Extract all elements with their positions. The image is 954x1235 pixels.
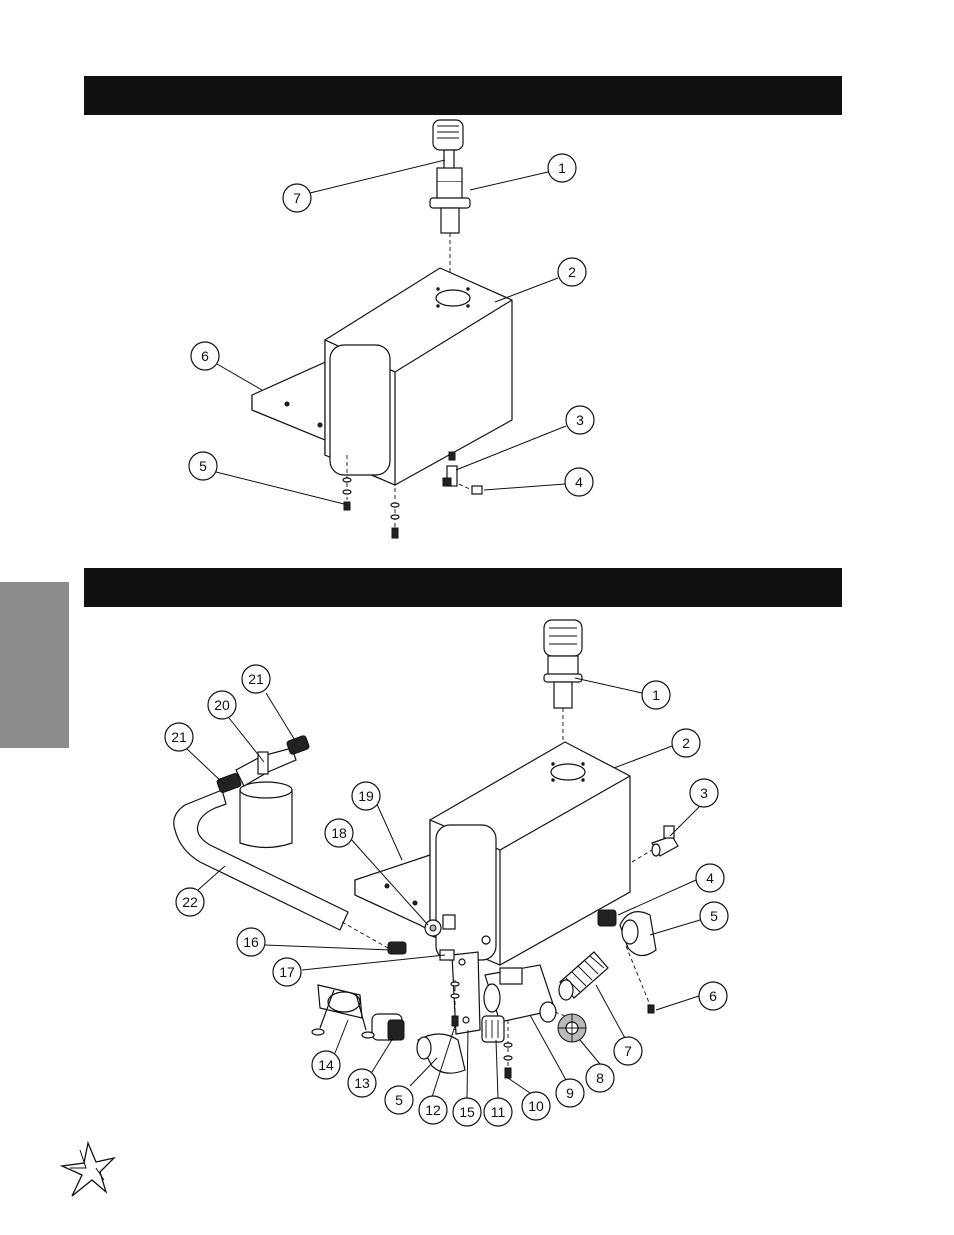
hose-22	[173, 789, 349, 931]
svg-text:19: 19	[358, 788, 374, 804]
svg-text:6: 6	[709, 988, 717, 1004]
tank-1	[251, 267, 513, 486]
callout-d2-4: 4	[695, 863, 725, 893]
callout-d2-5b: 5	[384, 1085, 414, 1115]
svg-text:5: 5	[199, 458, 207, 474]
svg-text:5: 5	[395, 1092, 403, 1108]
nipple-fitting	[597, 909, 617, 927]
callout-d2-16: 16	[236, 927, 266, 957]
callout-d2-12: 12	[418, 1095, 448, 1125]
callout-d2-9: 9	[555, 1078, 585, 1108]
callout-d2-21a: 21	[164, 722, 194, 752]
svg-text:1: 1	[558, 160, 566, 176]
svg-text:11: 11	[491, 1104, 506, 1120]
strainer	[557, 1013, 587, 1043]
callout-d1-1: 1	[547, 153, 577, 183]
svg-text:18: 18	[331, 825, 347, 841]
side-tab	[0, 582, 69, 748]
callout-d2-11: 11	[483, 1097, 513, 1127]
elbow-fitting-left	[416, 1033, 466, 1074]
mounting-bracket	[451, 951, 481, 1035]
svg-text:3: 3	[700, 785, 708, 801]
callout-d1-4: 4	[564, 467, 594, 497]
barb-fitting-21-left	[216, 773, 242, 793]
svg-text:2: 2	[682, 735, 690, 751]
svg-text:15: 15	[459, 1104, 475, 1120]
filler-cap-assembly	[429, 119, 471, 234]
washer-stack-left	[342, 477, 352, 511]
star-logo-icon	[59, 1140, 117, 1197]
bulkhead-fitting	[424, 919, 442, 937]
corrugated-hose	[558, 951, 609, 1001]
callout-d1-5: 5	[188, 451, 218, 481]
svg-text:20: 20	[214, 697, 230, 713]
coupler	[371, 1013, 405, 1041]
fuel-filter	[235, 747, 297, 849]
nipple-11	[481, 1015, 505, 1043]
svg-text:21: 21	[248, 671, 264, 687]
callout-d1-2: 2	[557, 257, 587, 287]
callout-d2-2: 2	[671, 728, 701, 758]
svg-text:12: 12	[425, 1102, 441, 1118]
callout-d2-22: 22	[175, 887, 205, 917]
svg-text:6: 6	[201, 348, 209, 364]
filler-cap-assembly-2	[543, 619, 583, 709]
svg-text:2: 2	[568, 264, 576, 280]
svg-text:5: 5	[710, 908, 718, 924]
callout-d2-13: 13	[347, 1068, 377, 1098]
tee-fitting	[651, 825, 679, 857]
barb-fitting-21-right	[286, 735, 310, 755]
svg-text:22: 22	[182, 894, 198, 910]
cam-lock-fitting	[311, 984, 375, 1039]
hose-barb-fitting-16	[387, 941, 407, 955]
diagram1-drawing: 1 2 3 4 5 6 7	[188, 119, 595, 539]
svg-text:8: 8	[596, 1070, 604, 1086]
callout-d2-19: 19	[351, 781, 381, 811]
callout-d1-3: 3	[565, 405, 595, 435]
svg-text:9: 9	[566, 1085, 574, 1101]
callout-d2-8: 8	[585, 1063, 615, 1093]
svg-text:14: 14	[318, 1057, 334, 1073]
section-header-bar-1	[84, 76, 842, 115]
svg-text:4: 4	[706, 870, 714, 886]
callout-d2-17: 17	[272, 957, 302, 987]
callout-d1-7: 7	[282, 183, 312, 213]
callout-d2-18: 18	[324, 818, 354, 848]
callout-d2-20: 20	[207, 690, 237, 720]
callout-d2-10: 10	[521, 1091, 551, 1121]
callout-d2-14: 14	[311, 1050, 341, 1080]
elbow-fitting-right	[619, 911, 657, 957]
svg-text:7: 7	[293, 190, 301, 206]
callout-d2-6: 6	[698, 981, 728, 1011]
svg-text:4: 4	[575, 474, 583, 490]
diagram2-drawing: 1 2 3 4 5 6 7 8 9 10 11 15 12 5 13 14 17…	[164, 619, 729, 1127]
svg-text:13: 13	[354, 1075, 370, 1091]
washer-stack-right	[390, 502, 400, 539]
tank-2	[354, 741, 631, 966]
section-header-bar-2	[84, 568, 842, 607]
callout-d2-5a: 5	[699, 901, 729, 931]
fitting-17	[439, 949, 455, 961]
valve-manifold	[483, 964, 566, 1023]
callout-d2-7: 7	[613, 1036, 643, 1066]
drain-fitting	[442, 451, 483, 495]
svg-text:16: 16	[243, 934, 259, 950]
svg-text:17: 17	[279, 964, 295, 980]
svg-text:3: 3	[576, 412, 584, 428]
svg-text:21: 21	[171, 729, 187, 745]
svg-text:10: 10	[528, 1098, 544, 1114]
svg-text:1: 1	[652, 687, 660, 703]
callout-d2-3: 3	[689, 778, 719, 808]
callout-d2-15: 15	[452, 1097, 482, 1127]
callout-d2-1: 1	[641, 680, 671, 710]
svg-text:7: 7	[624, 1043, 632, 1059]
callout-d1-6: 6	[190, 341, 220, 371]
callout-d2-21b: 21	[241, 664, 271, 694]
